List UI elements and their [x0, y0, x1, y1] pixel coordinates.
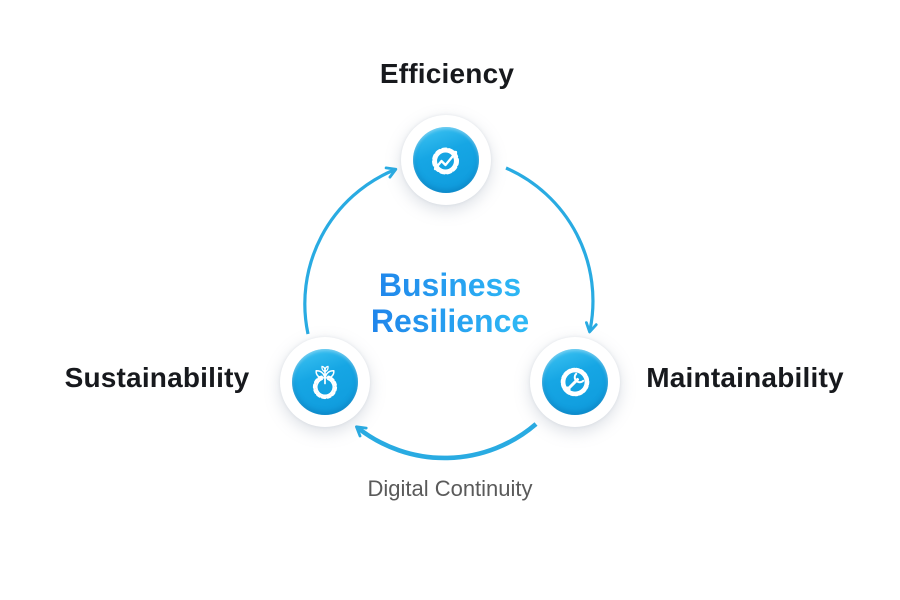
- node-label-maintainability: Maintainability: [646, 362, 844, 393]
- node-maintainability: [530, 337, 620, 427]
- node-efficiency: [401, 115, 491, 205]
- node-circle-sustainability: [292, 349, 358, 415]
- gear-wrench-icon: [560, 367, 590, 397]
- node-label-efficiency: Efficiency: [379, 58, 515, 89]
- diagram-title: Business Resilience: [345, 267, 555, 339]
- gear-plant-icon: [312, 365, 338, 400]
- flow-label: Digital Continuity: [367, 476, 533, 501]
- arrow-sustainability-to-efficiency: [303, 166, 398, 335]
- arrow-efficiency-to-maintainability: [505, 166, 598, 334]
- node-circle-efficiency: [413, 127, 479, 193]
- gear-growth-icon: [432, 147, 459, 175]
- node-circle-maintainability: [542, 349, 608, 415]
- node-label-sustainability: Sustainability: [64, 362, 250, 393]
- node-sustainability: [280, 337, 370, 427]
- arrow-maintainability-to-sustainability: [355, 422, 538, 461]
